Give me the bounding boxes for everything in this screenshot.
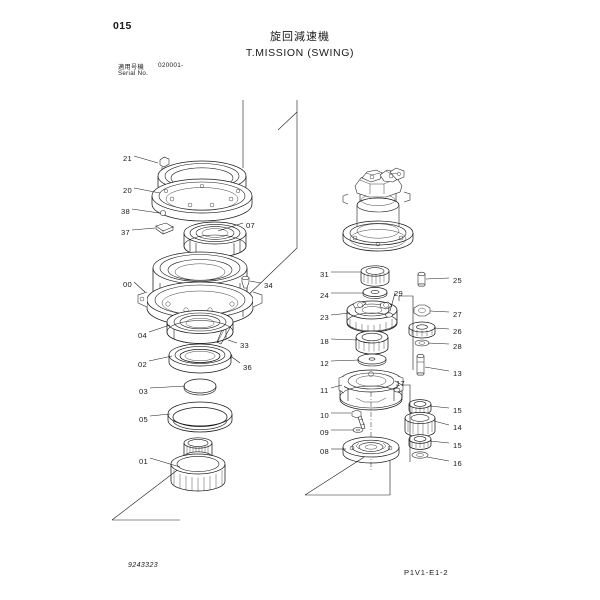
part-callout-10: 10 bbox=[320, 411, 330, 420]
part-25-bushing bbox=[417, 271, 426, 288]
part-callout-13: 13 bbox=[453, 369, 463, 378]
part-callout-01: 01 bbox=[139, 457, 149, 466]
part-11-gear-case bbox=[338, 369, 404, 470]
title-japanese: 旋回減速機 bbox=[270, 31, 330, 43]
part-02-seal bbox=[168, 343, 232, 374]
part-17-screw bbox=[393, 384, 401, 393]
part-12-plate bbox=[357, 353, 387, 367]
part-00-main-housing bbox=[137, 251, 263, 327]
serial-number-value: 020001- bbox=[158, 62, 184, 69]
part-26-gear bbox=[408, 321, 436, 339]
part-16-washer bbox=[411, 451, 429, 459]
part-callout-07: 07 bbox=[246, 221, 256, 230]
part-callout-16: 16 bbox=[453, 459, 463, 468]
part-callout-08: 08 bbox=[320, 447, 330, 456]
part-callout-15: 15 bbox=[453, 441, 463, 450]
part-callout-27: 27 bbox=[453, 310, 463, 319]
part-09-washer bbox=[352, 427, 364, 433]
part-29-pin bbox=[385, 306, 393, 318]
part-01-shaft bbox=[170, 437, 226, 492]
part-03-cover bbox=[183, 378, 217, 396]
serial-label-english: Serial No. bbox=[118, 70, 149, 77]
part-10-bolt bbox=[351, 409, 366, 430]
part-07-bearing bbox=[183, 221, 247, 258]
frame-guides bbox=[111, 100, 391, 521]
part-callout-09: 09 bbox=[320, 428, 330, 437]
part-24-plate bbox=[362, 287, 388, 299]
part-34-plug bbox=[241, 276, 250, 289]
swing-motor-assembly bbox=[342, 167, 414, 252]
right-leader-lines bbox=[330, 271, 450, 462]
part-callout-05: 05 bbox=[139, 415, 149, 424]
part-31-gear bbox=[360, 265, 390, 287]
part-callout-23: 23 bbox=[320, 313, 330, 322]
part-callout-12: 12 bbox=[320, 359, 330, 368]
title-english: T.MISSION (SWING) bbox=[245, 47, 355, 59]
part-callout-14: 14 bbox=[453, 423, 463, 432]
part-28-washer bbox=[414, 339, 430, 347]
part-callout-25: 25 bbox=[453, 276, 463, 285]
part-callout-04: 04 bbox=[138, 331, 148, 340]
part-27-nut bbox=[413, 304, 431, 317]
part-13-pin bbox=[416, 353, 425, 377]
part-callout-17: 17 bbox=[396, 379, 406, 388]
part-callout-34: 34 bbox=[264, 281, 274, 290]
part-04-bearing bbox=[166, 310, 234, 344]
part-callout-24: 24 bbox=[320, 291, 330, 300]
part-callout-21: 21 bbox=[123, 154, 133, 163]
part-callout-03: 03 bbox=[139, 387, 149, 396]
document-code: P1V1-E1-2 bbox=[404, 568, 449, 577]
part-callout-28: 28 bbox=[453, 342, 463, 351]
part-callout-18: 18 bbox=[320, 337, 330, 346]
part-20-housing bbox=[151, 160, 253, 222]
part-08-flange bbox=[342, 436, 400, 464]
drawing-number: 9243323 bbox=[128, 562, 159, 569]
left-leader-lines bbox=[131, 155, 262, 468]
part-15a-bearing bbox=[408, 399, 432, 415]
part-callout-36: 36 bbox=[243, 363, 253, 372]
part-05-ring bbox=[167, 401, 233, 433]
part-callout-33: 33 bbox=[240, 341, 250, 350]
part-callout-20: 20 bbox=[123, 186, 133, 195]
part-callout-26: 26 bbox=[453, 327, 463, 336]
page-number: 015 bbox=[113, 20, 132, 32]
part-14-gear bbox=[404, 412, 436, 437]
serial-label-japanese: 適用号機 bbox=[118, 64, 144, 71]
part-callout-31: 31 bbox=[320, 270, 330, 279]
part-callout-38: 38 bbox=[121, 207, 131, 216]
part-callout-11: 11 bbox=[320, 386, 329, 395]
part-callout-02: 02 bbox=[138, 360, 148, 369]
part-15b-bearing bbox=[408, 434, 432, 450]
part-18-gear bbox=[355, 330, 389, 355]
part-callout-37: 37 bbox=[121, 228, 131, 237]
part-callout-29: 29 bbox=[394, 289, 404, 298]
part-callout-00: 00 bbox=[123, 280, 133, 289]
part-38-pin bbox=[160, 210, 166, 216]
part-37-bracket bbox=[155, 222, 174, 235]
part-callout-15: 15 bbox=[453, 406, 463, 415]
